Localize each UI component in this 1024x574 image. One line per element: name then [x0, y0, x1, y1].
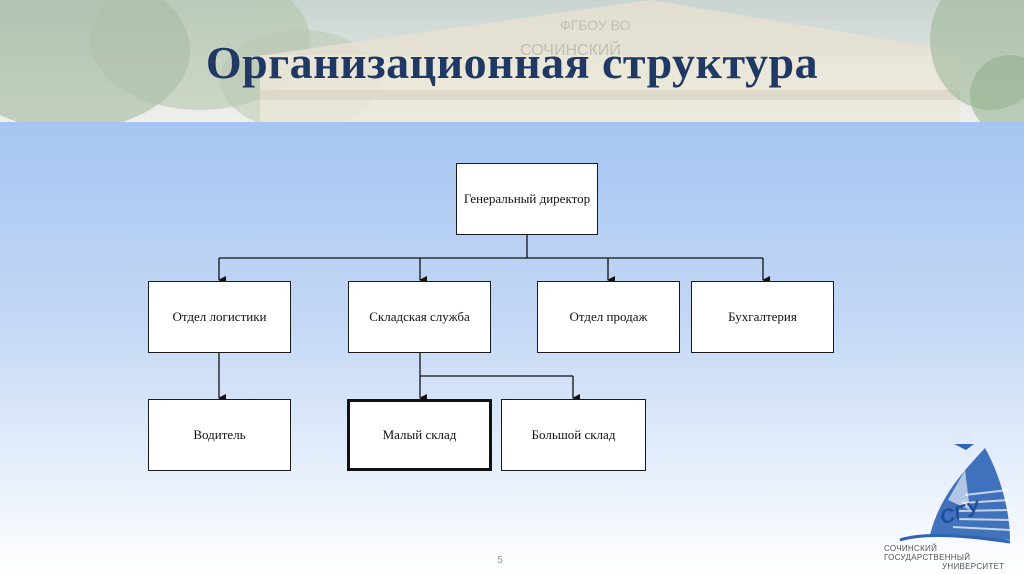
- svg-text:СОЧИНСКИЙ: СОЧИНСКИЙ: [520, 40, 621, 59]
- building-photo-illustration: ФГБОУ ВО СОЧИНСКИЙ: [0, 0, 1024, 122]
- page-title: Организационная структура: [205, 37, 819, 88]
- logo-caption-line-2: государственный: [884, 553, 971, 562]
- node-logistics-department: Отдел логистики: [148, 281, 291, 353]
- header-photo-banner: ФГБОУ ВО СОЧИНСКИЙ Организационная струк…: [0, 0, 1024, 122]
- node-small-warehouse: Малый склад: [347, 399, 492, 471]
- node-general-director: Генеральный директор: [456, 163, 598, 235]
- content-panel: Генеральный директор Отдел логистики Скл…: [0, 122, 1024, 574]
- logo-caption-line-3: университет: [942, 562, 1005, 571]
- node-accounting: Бухгалтерия: [691, 281, 834, 353]
- svg-text:ФГБОУ ВО: ФГБОУ ВО: [560, 17, 630, 33]
- org-chart-connectors: [218, 234, 770, 402]
- node-sales-department: Отдел продаж: [537, 281, 680, 353]
- university-logo-icon: СГУ: [899, 444, 1011, 544]
- logo-caption-line-1: Сочинский: [884, 544, 938, 553]
- node-driver: Водитель: [148, 399, 291, 471]
- node-warehouse-service: Складская служба: [348, 281, 491, 353]
- logo-caption: Сочинский государственный университет: [884, 544, 1024, 571]
- node-big-warehouse: Большой склад: [501, 399, 646, 471]
- page-number: 5: [497, 555, 503, 566]
